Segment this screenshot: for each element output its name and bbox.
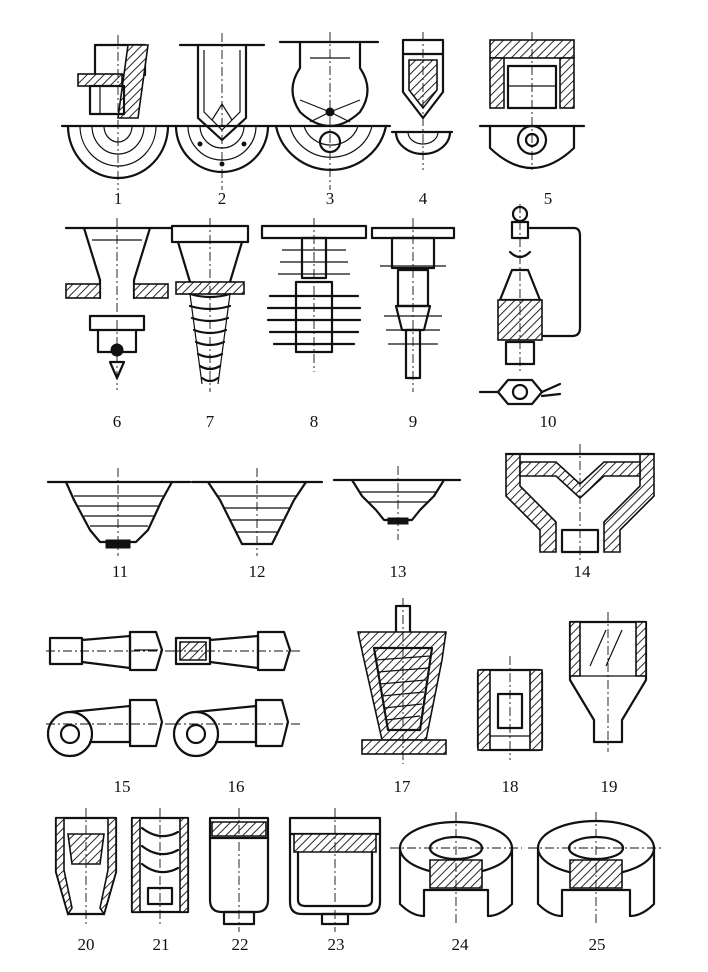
label-19: 19 [601,777,618,796]
drawing-5 [478,32,586,170]
drawing-11 [46,468,192,556]
drawing-9 [370,218,456,392]
drawing-21 [130,808,190,924]
label-14: 14 [574,562,592,581]
drawing-7 [170,218,250,392]
drawing-10 [478,204,582,406]
drawing-4 [390,32,454,170]
drawing-18 [476,656,544,760]
drawing-15 [46,630,174,758]
drawing-12 [190,468,324,556]
label-17: 17 [394,777,412,796]
label-18: 18 [502,777,519,796]
drawing-22 [208,808,270,932]
label-8: 8 [310,412,319,431]
label-22: 22 [232,935,249,954]
drawing-6 [64,218,174,390]
label-15: 15 [114,777,131,796]
label-20: 20 [78,935,95,954]
label-13: 13 [390,562,407,581]
drawing-16 [172,630,302,758]
label-2: 2 [218,189,227,208]
label-10: 10 [540,412,557,431]
drawing-17 [357,598,447,764]
label-7: 7 [206,412,215,431]
label-16: 16 [228,777,245,796]
drawing-24 [390,812,522,926]
drawing-13 [332,466,462,540]
drawing-2 [170,33,274,190]
label-11: 11 [112,562,128,581]
drawing-1 [60,35,174,190]
label-9: 9 [409,412,418,431]
label-4: 4 [419,189,428,208]
label-5: 5 [544,189,553,208]
label-1: 1 [114,189,123,208]
label-12: 12 [249,562,266,581]
drawing-8 [260,218,368,372]
drawing-19 [568,612,648,752]
drawing-23 [288,808,382,932]
label-6: 6 [113,412,122,431]
label-3: 3 [326,189,335,208]
drawing-20 [54,808,118,924]
label-24: 24 [452,935,470,954]
drawing-3 [270,32,392,190]
label-21: 21 [153,935,170,954]
drawing-14 [504,444,656,560]
label-25: 25 [589,935,606,954]
drawing-25 [528,812,664,926]
label-23: 23 [328,935,345,954]
